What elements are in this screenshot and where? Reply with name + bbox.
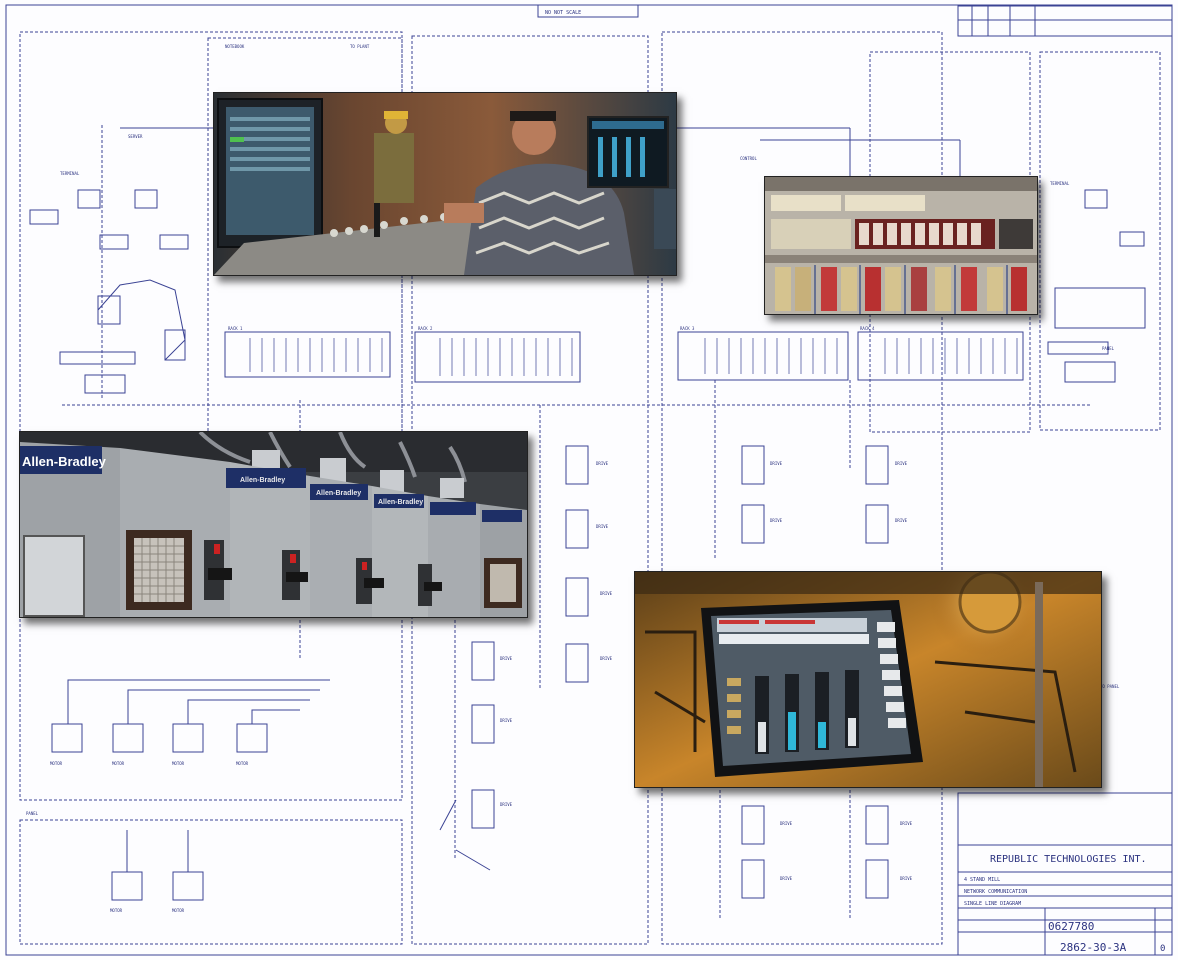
plc-rack-photo [764, 176, 1038, 315]
svg-text:DRIVE: DRIVE [596, 461, 609, 466]
svg-text:DRIVE: DRIVE [500, 802, 513, 807]
mcc-brand-label: Allen-Bradley [22, 454, 107, 469]
svg-text:DRIVE: DRIVE [600, 656, 613, 661]
svg-text:SERVER: SERVER [128, 134, 143, 139]
title-line-3: SINGLE LINE DIAGRAM [964, 901, 1021, 907]
top-note: NO NOT SCALE [545, 10, 581, 16]
svg-text:MOTOR: MOTOR [236, 761, 249, 766]
title-company: REPUBLIC TECHNOLOGIES INT. [990, 854, 1147, 865]
svg-text:MOTOR: MOTOR [172, 908, 185, 913]
svg-text:NOTEBOOK: NOTEBOOK [225, 44, 245, 49]
drawing-number: 2862-30-3A [1060, 941, 1127, 954]
svg-text:CONTROL: CONTROL [740, 156, 757, 161]
svg-text:Allen-Bradley: Allen-Bradley [378, 499, 423, 506]
svg-text:RACK 4: RACK 4 [860, 326, 875, 331]
svg-text:TO PANEL: TO PANEL [1100, 684, 1120, 689]
motor-control-center-photo: Allen-Bradley Allen-Bradley Allen-Bradle… [19, 431, 528, 618]
svg-text:RACK 3: RACK 3 [680, 326, 695, 331]
title-line-2: NETWORK COMMUNICATION [964, 889, 1027, 895]
svg-text:PANEL: PANEL [26, 811, 39, 816]
svg-text:RACK 1: RACK 1 [228, 326, 243, 331]
operator-console-photo [213, 92, 677, 276]
title-line-1: 4 STAND MILL [964, 877, 1000, 883]
sheet-number: 0 [1160, 944, 1165, 954]
svg-text:MOTOR: MOTOR [112, 761, 125, 766]
hmi-panel-photo [634, 571, 1102, 788]
svg-text:MOTOR: MOTOR [110, 908, 123, 913]
svg-text:MOTOR: MOTOR [172, 761, 185, 766]
svg-text:PANEL: PANEL [1102, 346, 1115, 351]
svg-text:Allen-Bradley: Allen-Bradley [240, 477, 285, 484]
svg-text:DRIVE: DRIVE [600, 591, 613, 596]
svg-text:DRIVE: DRIVE [770, 518, 783, 523]
svg-text:DRIVE: DRIVE [895, 461, 908, 466]
svg-text:RACK 2: RACK 2 [418, 326, 433, 331]
svg-text:MOTOR: MOTOR [50, 761, 63, 766]
svg-text:DRIVE: DRIVE [500, 656, 513, 661]
job-number: 0627780 [1048, 920, 1094, 933]
svg-text:DRIVE: DRIVE [900, 821, 913, 826]
svg-text:DRIVE: DRIVE [780, 876, 793, 881]
svg-text:DRIVE: DRIVE [596, 524, 609, 529]
svg-text:Allen-Bradley: Allen-Bradley [316, 490, 361, 497]
svg-text:TERMINAL: TERMINAL [60, 171, 80, 176]
svg-text:DRIVE: DRIVE [500, 718, 513, 723]
svg-text:DRIVE: DRIVE [780, 821, 793, 826]
svg-text:DRIVE: DRIVE [900, 876, 913, 881]
svg-text:TO PLANT: TO PLANT [350, 44, 370, 49]
svg-text:TERMINAL: TERMINAL [1050, 181, 1070, 186]
svg-text:DRIVE: DRIVE [770, 461, 783, 466]
svg-text:DRIVE: DRIVE [895, 518, 908, 523]
